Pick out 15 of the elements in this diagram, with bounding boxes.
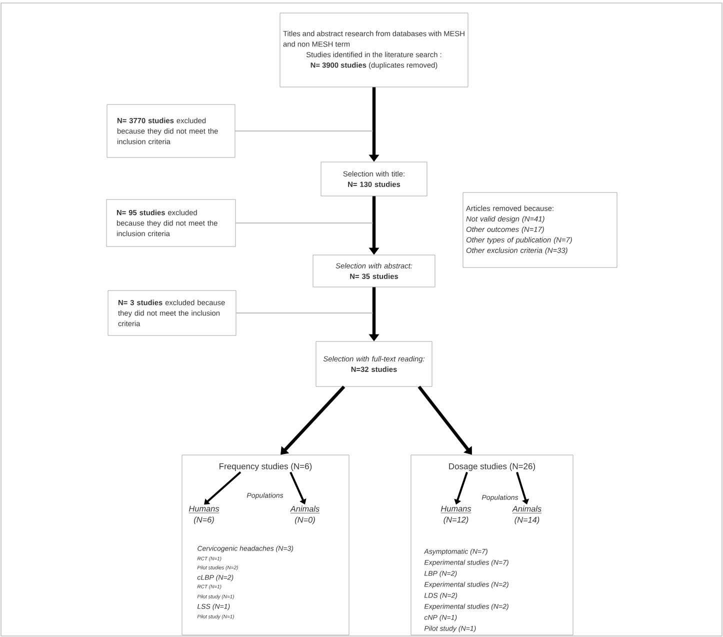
group-box [182, 454, 350, 636]
connector-line [235, 222, 374, 224]
arrow [516, 472, 530, 504]
arrow [290, 472, 306, 504]
group-title: Frequency studies (N=6) [220, 463, 312, 471]
connector-line [234, 130, 374, 132]
population-label: Humans (N=12) [440, 506, 472, 524]
connector-line [236, 312, 374, 314]
population-label: Humans (N=6) [188, 506, 220, 524]
population-label: Animals (N=0) [290, 506, 320, 524]
arrow [280, 386, 346, 455]
population-label: Animals (N=14) [512, 506, 542, 524]
group-box [410, 454, 574, 636]
group-title: Dosage studies (N=26) [449, 463, 536, 471]
arrow [204, 471, 242, 505]
